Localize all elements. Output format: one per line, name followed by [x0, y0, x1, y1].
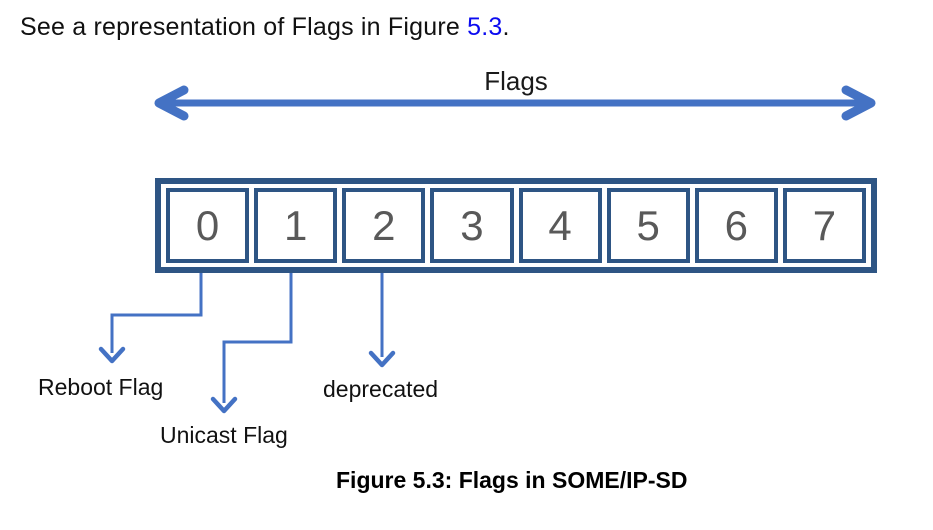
connector-bit1-unicast-flag [210, 272, 293, 414]
reboot-flag-label: Reboot Flag [38, 374, 164, 400]
arrow-left-head-icon [154, 85, 189, 121]
intro-text-suffix: . [502, 13, 510, 41]
arrow-down-head-icon [368, 350, 396, 368]
bit-cell-5: 5 [606, 188, 690, 263]
bit-cell-7: 7 [782, 188, 866, 263]
bit-cell-0: 0 [166, 188, 250, 263]
intro-sentence: See a representation of Flags in Figure … [20, 13, 510, 42]
deprecated-flag-label: deprecated [323, 376, 439, 402]
bit-cell-2: 2 [342, 188, 426, 263]
connector-line [110, 272, 203, 353]
flags-bit-row: 0 1 2 3 4 5 6 7 [155, 178, 877, 273]
bit-cell-6: 6 [694, 188, 778, 263]
bit-cell-1: 1 [254, 188, 338, 263]
flags-span-arrow [154, 85, 876, 121]
intro-text-prefix: See a representation of Flags in Figure [20, 13, 468, 41]
unicast-flag-label: Unicast Flag [160, 422, 288, 448]
bit-cell-3: 3 [430, 188, 514, 263]
connector-bit2-deprecated [368, 272, 396, 368]
flags-span-label: Flags [484, 66, 548, 96]
connector-line [222, 272, 293, 403]
connector-bit0-reboot-flag [98, 272, 203, 364]
arrow-down-head-icon [98, 346, 126, 364]
figure-reference-link[interactable]: 5.3 [467, 13, 503, 41]
bit-cell-4: 4 [518, 188, 602, 263]
figure-caption: Figure 5.3: Flags in SOME/IP-SD [100, 467, 933, 494]
figure-caption-text: Figure 5.3: Flags in SOME/IP-SD [336, 467, 688, 493]
arrow-right-head-icon [841, 85, 876, 121]
arrow-down-head-icon [210, 396, 238, 414]
